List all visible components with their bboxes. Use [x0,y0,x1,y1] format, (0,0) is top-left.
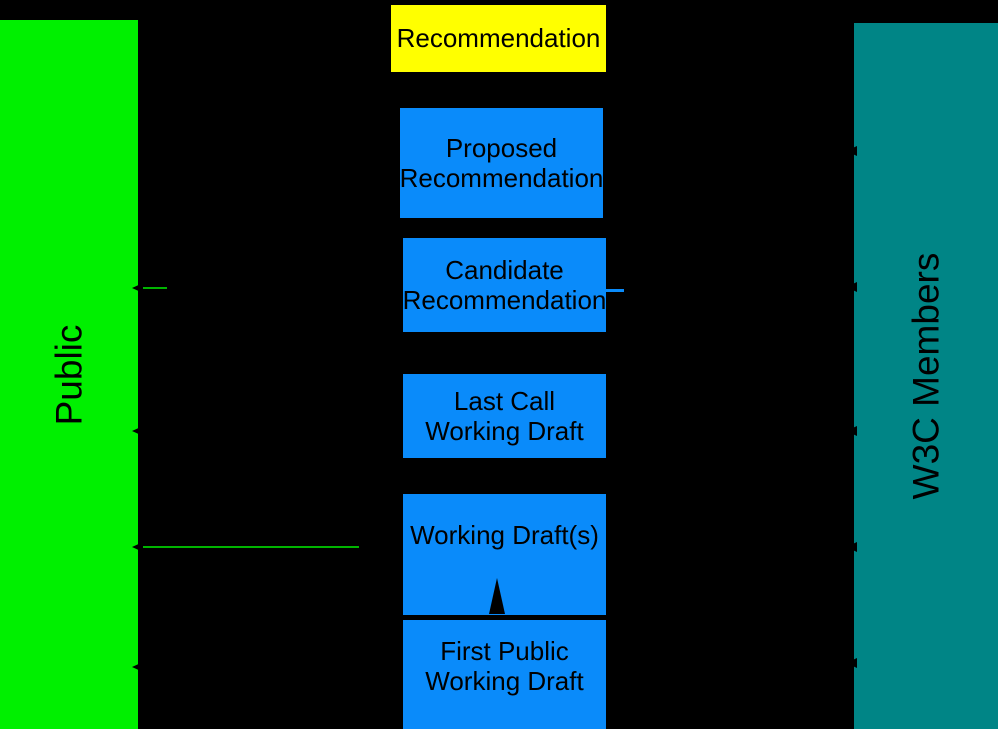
lane-arrow-public-last-call-working-draft [132,426,143,436]
stage-working-drafts-line-1: Working Draft(s) [410,520,599,550]
stage-recommendation-line-1: Recommendation [396,23,601,54]
connector-wd-to-lcwd-line [495,458,498,498]
lane-arrow-members-working-drafts [846,542,857,552]
connector-lcwd-to-cr-line [495,330,498,378]
review-arrow-public-working-drafts [132,542,143,552]
review-line-member-candidate-recommendation [606,289,624,292]
lane-arrow-members-candidate-recommendation [846,282,857,292]
stage-proposed-recommendation-text: Proposed Recommendation [400,133,604,193]
review-arrow-public-candidate-recommendation [132,283,143,293]
stage-first-public-working-draft-text: First Public Working Draft [425,636,583,696]
connector-pr-to-rec-line [495,72,498,110]
stage-last-call-working-draft-line-2: Working Draft [425,416,584,446]
lane-w3c-members: W3C Members [854,23,998,729]
stage-candidate-recommendation-line-2: Recommendation [402,285,607,315]
review-arrow-member-candidate-recommendation [758,285,769,295]
stage-last-call-working-draft-text: Last Call Working Draft [425,386,583,446]
lane-w3c-members-label: W3C Members [905,252,947,500]
stage-first-public-working-draft-line-1: First Public [440,636,569,666]
stage-candidate-recommendation[interactable]: Candidate Recommendation [403,238,606,332]
lane-public-label: Public [48,324,90,425]
stage-last-call-working-draft[interactable]: Last Call Working Draft [403,374,606,458]
stage-working-drafts[interactable]: Working Draft(s) [403,494,606,615]
stage-proposed-recommendation[interactable]: Proposed Recommendation [400,108,603,218]
lane-arrow-public-first-public-working-draft [132,662,143,672]
stage-proposed-recommendation-line-1: Proposed [445,132,558,163]
lane-arrow-members-first-public-working-draft [846,658,857,668]
connector-fpwd-to-wd-line [495,604,498,626]
stage-working-drafts-selfloop-arrowhead [489,578,505,614]
stage-proposed-recommendation-line-2: Recommendation [399,163,604,193]
stage-candidate-recommendation-line-1: Candidate [445,254,564,285]
stage-first-public-working-draft[interactable]: First Public Working Draft [403,620,606,729]
connector-cr-to-pr-line [495,216,498,242]
stage-first-public-working-draft-line-2: Working Draft [425,666,584,697]
stage-candidate-recommendation-text: Candidate Recommendation [403,255,607,315]
lane-arrow-members-proposed-recommendation [846,146,857,156]
lane-arrow-members-last-call-working-draft [846,426,857,436]
stage-recommendation[interactable]: Recommendation [391,5,606,72]
review-line-public-candidate-recommendation [139,287,167,289]
review-line-public-working-drafts [139,546,359,548]
stage-last-call-working-draft-line-1: Last Call [453,385,556,416]
lane-public: Public [0,20,138,729]
